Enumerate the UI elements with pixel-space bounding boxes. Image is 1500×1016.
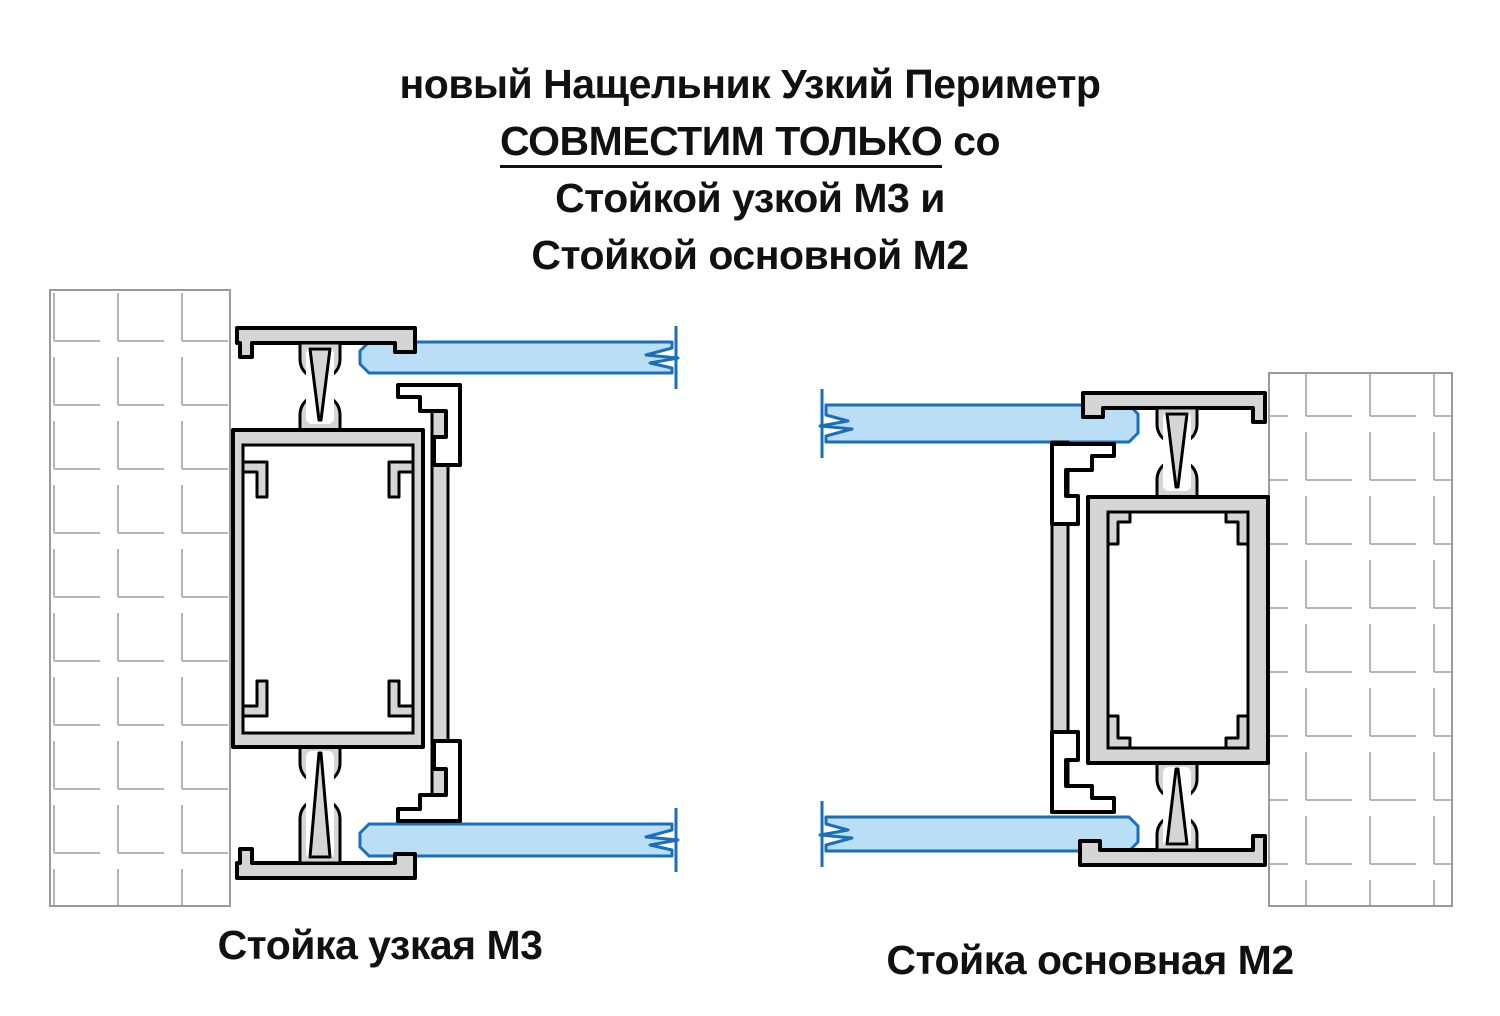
- gasket-top: [298, 341, 342, 432]
- diagram-label-m2: Стойка основная М2: [886, 937, 1294, 983]
- gasket-top: [1155, 406, 1199, 499]
- title-line-2: СОВМЕСТИМ ТОЛЬКО со: [0, 113, 1500, 170]
- glass-clamp-bottom: [396, 739, 462, 823]
- diagram-m2-drawing: [818, 372, 1453, 907]
- screw-port: [387, 679, 415, 718]
- glass-pane-bottom: [358, 808, 680, 872]
- brick-wall: [1268, 372, 1453, 907]
- title-underlined-phrase: СОВМЕСТИМ ТОЛЬКО: [499, 119, 943, 168]
- title-line-2-rest: со: [942, 118, 1001, 164]
- mullion-body: [231, 428, 425, 749]
- glass-clamp-bottom: [1050, 730, 1116, 814]
- diagram-m3-drawing: [49, 289, 680, 907]
- gasket-bottom: [298, 745, 342, 865]
- screw-port: [387, 460, 415, 499]
- title-line-3: Стойкой узкой М3 и: [555, 175, 945, 221]
- page-title: новый Нащельник Узкий Периметр СОВМЕСТИМ…: [0, 56, 1500, 284]
- mullion-body: [1086, 495, 1270, 765]
- glass-clamp-top: [1050, 442, 1116, 526]
- screw-port: [1224, 714, 1250, 750]
- diagram-label-m3: Стойка узкая М3: [217, 922, 543, 968]
- screw-port: [1224, 510, 1250, 546]
- screw-port: [1106, 510, 1132, 546]
- screw-port: [1106, 714, 1132, 750]
- glass-pane-bottom: [818, 801, 1140, 867]
- gasket-bottom: [1155, 761, 1199, 852]
- glass-pane-top: [818, 389, 1140, 458]
- screw-port: [241, 460, 269, 499]
- glass-pane-top: [358, 326, 680, 389]
- screw-port: [241, 679, 269, 718]
- title-line-1: новый Нащельник Узкий Периметр: [399, 61, 1101, 107]
- title-line-4: Стойкой основной М2: [531, 232, 969, 278]
- glass-clamp-top: [396, 383, 462, 467]
- brick-wall: [49, 289, 231, 907]
